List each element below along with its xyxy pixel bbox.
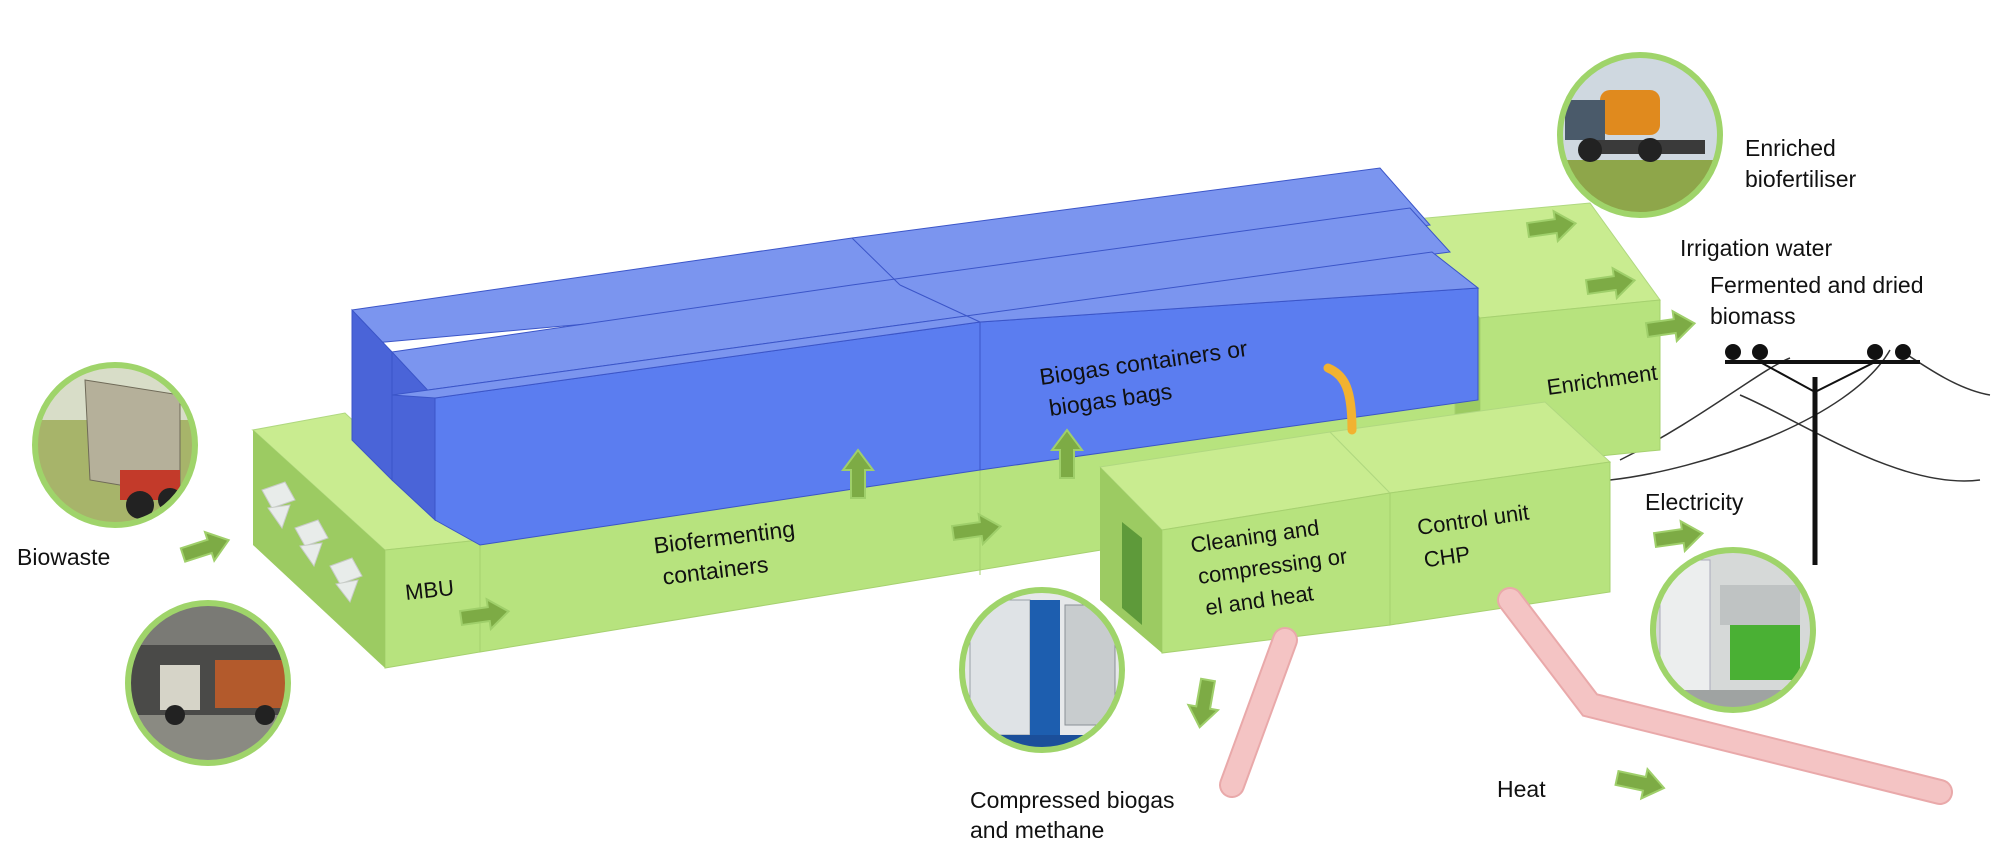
- fermented-biomass-label: Fermented and dried biomass: [1710, 272, 1930, 329]
- heat-pipe-icon: [1219, 587, 1953, 805]
- electricity-label: Electricity: [1645, 489, 1744, 515]
- gas-container-photo-icon: [959, 587, 1125, 753]
- silage-harvester-photo-icon: [32, 362, 198, 528]
- compressed-biogas-label: Compressed biogas and methane: [970, 787, 1181, 843]
- gas-pipe: [1323, 363, 1357, 435]
- power-lines: [1609, 349, 1991, 482]
- shredder-blades-icon: [261, 481, 363, 604]
- arrow-right-icon: [177, 524, 235, 571]
- arrow-down-icon: [1183, 676, 1224, 731]
- arrow-right-icon: [1651, 517, 1706, 556]
- cleaning-block: [1098, 431, 1392, 654]
- slurry-spreader-photo-icon: [1557, 52, 1723, 218]
- mbu-label: MBU: [404, 575, 455, 605]
- biowaste-label: Biowaste: [17, 544, 110, 570]
- power-pole-icon: [1725, 344, 1920, 565]
- enriched-biofertiliser-label: Enriched biofertiliser: [1745, 135, 1857, 192]
- heat-label: Heat: [1497, 776, 1546, 802]
- waste-loader-photo-icon: [125, 600, 291, 766]
- arrow-right-icon: [1612, 762, 1669, 804]
- control-unit-block: [1328, 401, 1612, 626]
- chp-room-photo-icon: [1650, 547, 1816, 713]
- biogas-bags: [351, 167, 1480, 546]
- irrigation-water-label: Irrigation water: [1680, 235, 1832, 261]
